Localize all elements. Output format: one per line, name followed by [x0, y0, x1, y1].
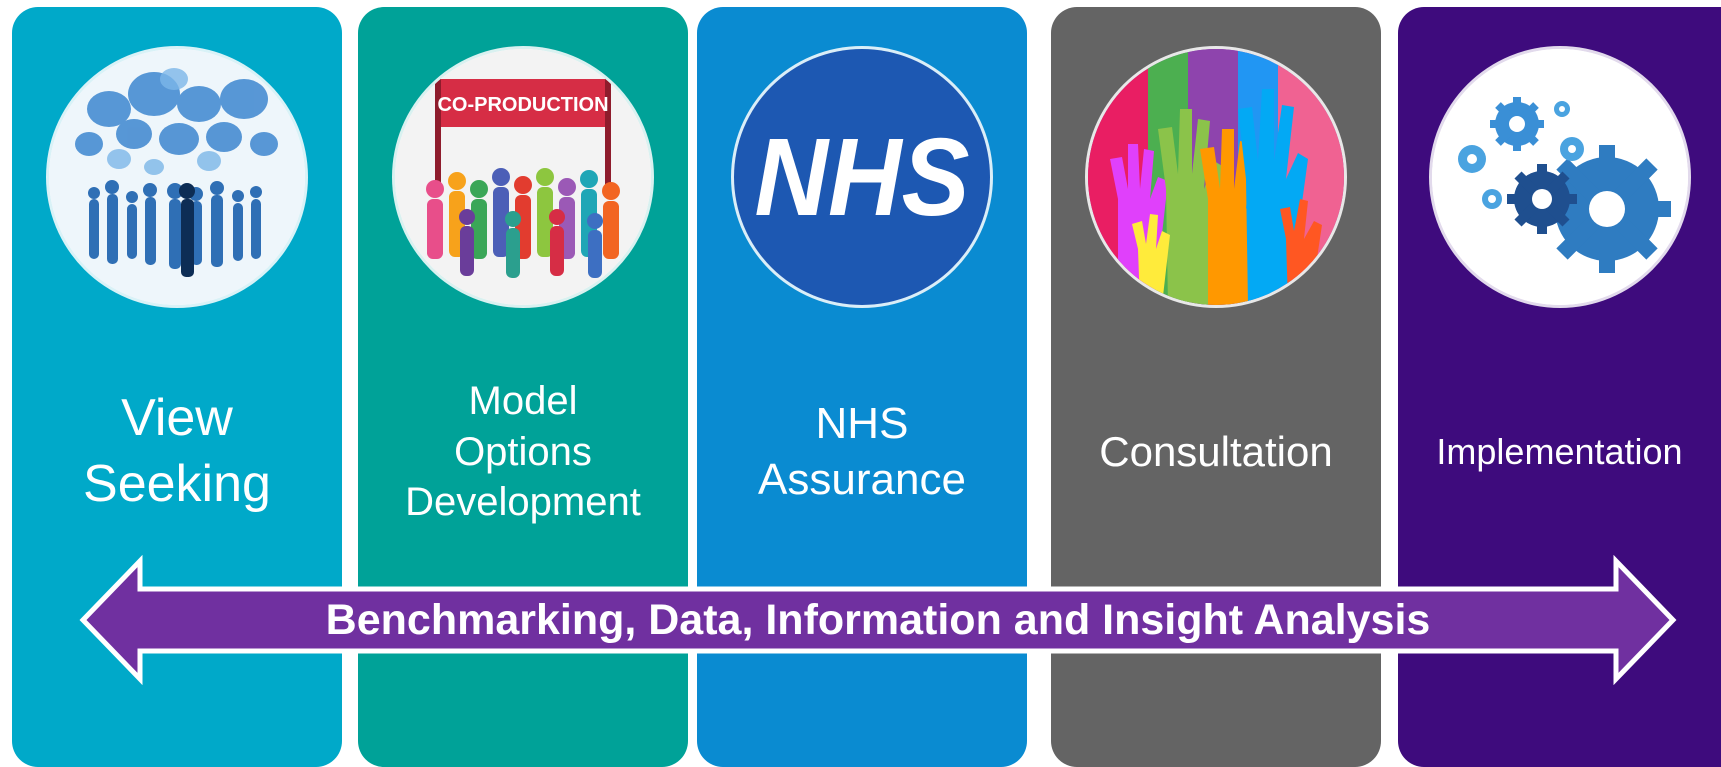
- stage-panel-view-seeking: View Seeking: [12, 7, 342, 767]
- nhs-logo-icon: NHS: [734, 49, 990, 305]
- speech-bubbles-crowd-icon: [49, 49, 305, 305]
- stage-panel-model-options: CO-PRODUCTION Mo: [358, 7, 688, 767]
- stage-label-nhs-assurance: NHS Assurance: [758, 399, 966, 504]
- double-arrow-shape: [79, 555, 1677, 685]
- co-production-crowd-icon: CO-PRODUCTION: [395, 49, 651, 305]
- stage-label-model-options: Model Options Development: [405, 378, 641, 525]
- analysis-arrow-label: Benchmarking, Data, Information and Insi…: [325, 595, 1431, 644]
- stage-label-implementation: Implementation: [1436, 430, 1683, 472]
- nhs-logo-text: NHS: [755, 116, 970, 239]
- co-production-banner-text: CO-PRODUCTION: [437, 94, 608, 116]
- raised-hands-icon: [1088, 49, 1344, 305]
- stage-label-consultation: Consultation: [1099, 428, 1333, 476]
- stage-label-view-seeking: View Seeking: [83, 389, 271, 513]
- analysis-double-arrow: Benchmarking, Data, Information and Insi…: [78, 555, 1678, 685]
- gears-icon: [1431, 49, 1688, 305]
